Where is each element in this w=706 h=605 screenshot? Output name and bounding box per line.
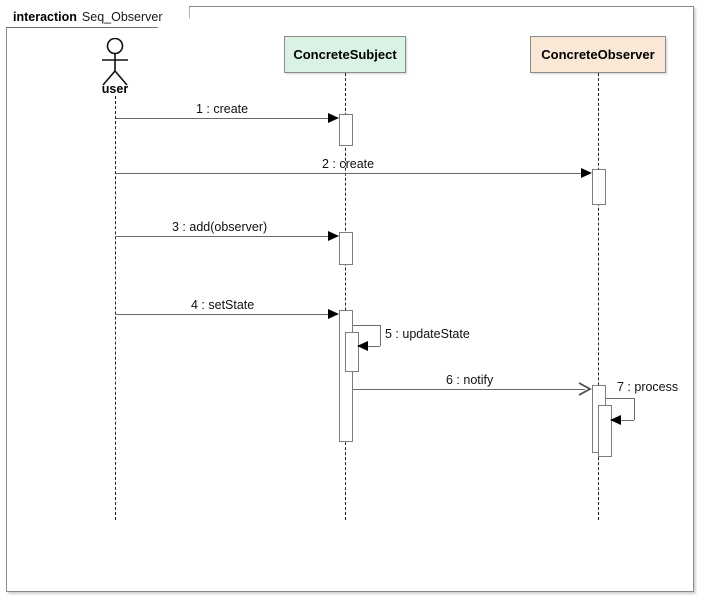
interaction-frame xyxy=(6,6,694,592)
lifeline-head-concretesubject[interactable]: ConcreteSubject xyxy=(284,36,406,73)
message-1-label: 1 : create xyxy=(196,102,249,116)
activation-observer-create xyxy=(592,169,606,205)
message-7-label: 7 : process xyxy=(617,380,679,394)
message-5-segment-right xyxy=(379,325,381,346)
activation-subject-updatestate xyxy=(345,332,359,372)
message-4-arrowhead-icon xyxy=(328,308,339,319)
actor-user-label: user xyxy=(101,82,129,96)
message-3-arrowhead-icon xyxy=(328,230,339,241)
interaction-frame-tab: interaction Seq_Observer xyxy=(6,6,190,28)
message-2-arrowhead-icon xyxy=(581,167,592,178)
message-7-segment-right xyxy=(633,398,635,420)
message-5-segment-top[interactable] xyxy=(353,325,380,326)
activation-observer-process xyxy=(598,405,612,457)
lifeline-concretesubject xyxy=(345,73,346,520)
message-1-arrowhead-icon xyxy=(328,112,339,123)
message-4-label: 4 : setState xyxy=(191,298,255,312)
message-7-segment-bottom xyxy=(615,419,634,421)
message-5-segment-bottom xyxy=(362,345,380,347)
lifeline-head-concreteobserver-label: ConcreteObserver xyxy=(541,47,655,62)
message-5-label: 5 : updateState xyxy=(385,327,470,341)
message-2-line[interactable] xyxy=(116,173,584,174)
message-4-line[interactable] xyxy=(116,314,331,315)
frame-name-label: Seq_Observer xyxy=(81,9,163,24)
message-7-segment-top[interactable] xyxy=(606,398,634,399)
lifeline-head-concretesubject-label: ConcreteSubject xyxy=(293,47,397,62)
message-3-label: 3 : add(observer) xyxy=(172,220,268,234)
actor-user-figure xyxy=(102,38,128,86)
frame-kind-label: interaction xyxy=(13,9,77,24)
activation-subject-create xyxy=(339,114,353,146)
lifeline-user xyxy=(115,96,116,520)
message-1-line[interactable] xyxy=(116,118,331,119)
message-3-line[interactable] xyxy=(116,236,331,237)
lifeline-concreteobserver xyxy=(598,73,599,520)
message-7-arrowhead-icon xyxy=(610,414,621,425)
message-5-arrowhead-icon xyxy=(357,340,368,351)
lifeline-head-concreteobserver[interactable]: ConcreteObserver xyxy=(530,36,666,73)
message-6-arrowhead-icon xyxy=(578,382,592,396)
activation-subject-add xyxy=(339,232,353,265)
message-2-label: 2 : create xyxy=(322,157,375,171)
activation-subject-setstate xyxy=(339,310,353,442)
message-6-label: 6 : notify xyxy=(446,373,494,387)
message-6-line[interactable] xyxy=(353,389,585,390)
